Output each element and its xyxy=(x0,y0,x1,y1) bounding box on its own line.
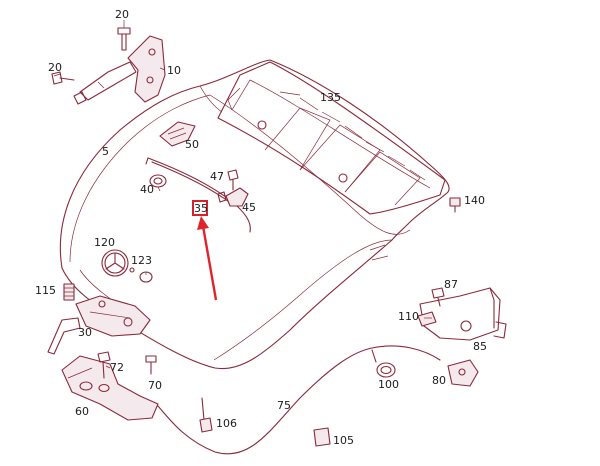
label-part-140: 140 xyxy=(464,194,485,207)
clip-part-105 xyxy=(313,427,331,447)
fastener-part-123 xyxy=(129,267,153,283)
label-part-45: 45 xyxy=(242,201,256,214)
pointer-arrowhead xyxy=(197,216,209,230)
label-part-75: 75 xyxy=(277,399,291,412)
label-part-70: 70 xyxy=(148,379,162,392)
label-part-85: 85 xyxy=(473,340,487,353)
clip-part-47 xyxy=(227,169,239,191)
latch-part-30 xyxy=(47,295,151,355)
buffer-part-115 xyxy=(63,283,75,301)
label-part-100: 100 xyxy=(378,378,399,391)
label-part-135: 135 xyxy=(320,91,341,104)
label-part-50: 50 xyxy=(185,138,199,151)
release-handle-part-50 xyxy=(159,121,196,147)
bolt-part-70 xyxy=(145,355,157,375)
label-part-115: 115 xyxy=(35,284,56,297)
star-badge-part-120 xyxy=(101,249,129,277)
label-part-40: 40 xyxy=(140,183,154,196)
label-part-123: 123 xyxy=(131,254,152,267)
label-part-10: 10 xyxy=(167,64,181,77)
hood-outline xyxy=(59,59,450,370)
microswitch-part-106 xyxy=(199,397,213,433)
pointer-arrow xyxy=(201,225,218,301)
label-part-60: 60 xyxy=(75,405,89,418)
holder-part-45 xyxy=(217,187,249,207)
grommet-part-100 xyxy=(371,349,396,378)
bolt-part-20-top xyxy=(117,27,131,51)
label-part-47: 47 xyxy=(210,170,224,183)
bolt-part-72 xyxy=(97,351,111,379)
label-part-87: 87 xyxy=(444,278,458,291)
hinge-part-10 xyxy=(73,35,166,105)
clip-part-140 xyxy=(449,197,461,213)
bolt-part-87 xyxy=(431,287,445,307)
label-part-110: 110 xyxy=(398,310,419,323)
label-part-20-left: 20 xyxy=(48,61,62,74)
leader-lines xyxy=(53,20,432,369)
label-part-30: 30 xyxy=(78,326,92,339)
release-cable-part-75 xyxy=(157,345,441,455)
handle-part-80 xyxy=(447,359,479,387)
label-part-35: 35 xyxy=(194,202,208,215)
part-110 xyxy=(417,311,437,327)
bolt-part-20-left xyxy=(51,71,75,85)
label-part-80: 80 xyxy=(432,374,446,387)
label-part-5: 5 xyxy=(102,145,109,158)
label-part-105: 105 xyxy=(333,434,354,447)
label-part-20-top: 20 xyxy=(115,8,129,21)
lock-bracket-part-85 xyxy=(419,287,507,341)
label-part-106: 106 xyxy=(216,417,237,430)
label-part-120: 120 xyxy=(94,236,115,249)
label-part-72: 72 xyxy=(110,361,124,374)
highlight-box-part-35 xyxy=(192,200,208,216)
